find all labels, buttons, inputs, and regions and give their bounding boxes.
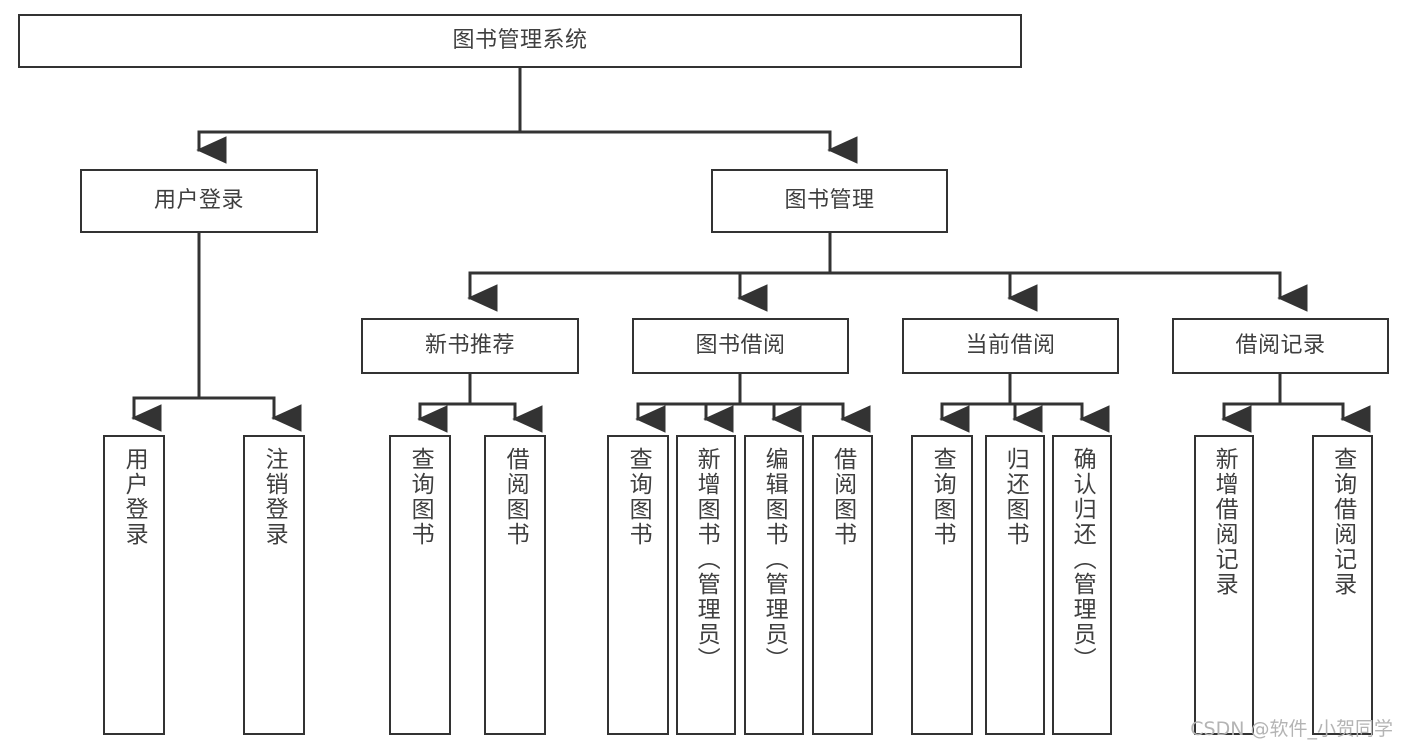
node-book-borrow[interactable]: 图书借阅: [632, 318, 849, 374]
node-leaf-borrow-book-2[interactable]: 借阅图书: [812, 435, 873, 735]
node-leaf-query-record[interactable]: 查询借阅记录: [1312, 435, 1373, 735]
node-leaf-borrow-book-1[interactable]: 借阅图书: [484, 435, 546, 735]
node-leaf-user-login-label: 用户登录: [121, 447, 148, 547]
node-user-login[interactable]: 用户登录: [80, 169, 318, 233]
node-leaf-add-record-label: 新增借阅记录: [1211, 447, 1238, 597]
node-leaf-borrow-book-2-label: 借阅图书: [829, 447, 856, 547]
node-leaf-query-book-3-label: 查询图书: [929, 447, 956, 547]
node-leaf-user-logout[interactable]: 注销登录: [243, 435, 305, 735]
node-leaf-return-book-label: 归还图书: [1002, 447, 1029, 547]
node-new-book-rec-label: 新书推荐: [424, 333, 515, 359]
node-current-borrow-label: 当前借阅: [965, 333, 1056, 359]
node-borrow-record-label: 借阅记录: [1235, 333, 1326, 359]
node-leaf-query-book-1[interactable]: 查询图书: [389, 435, 451, 735]
node-new-book-rec[interactable]: 新书推荐: [361, 318, 579, 374]
node-leaf-add-record[interactable]: 新增借阅记录: [1194, 435, 1254, 735]
node-root[interactable]: 图书管理系统: [18, 14, 1022, 68]
node-leaf-add-book[interactable]: 新增图书（管理员）: [676, 435, 736, 735]
node-leaf-query-book-2[interactable]: 查询图书: [607, 435, 669, 735]
node-leaf-confirm-return-label: 确认归还（管理员）: [1069, 447, 1096, 672]
node-leaf-user-login[interactable]: 用户登录: [103, 435, 165, 735]
node-leaf-user-logout-label: 注销登录: [261, 447, 288, 547]
node-leaf-query-book-2-label: 查询图书: [625, 447, 652, 547]
node-leaf-query-record-label: 查询借阅记录: [1329, 447, 1356, 597]
node-leaf-query-book-3[interactable]: 查询图书: [911, 435, 973, 735]
node-book-manage[interactable]: 图书管理: [711, 169, 948, 233]
watermark: CSDN @软件_小贺同学: [1190, 718, 1393, 740]
node-leaf-edit-book[interactable]: 编辑图书（管理员）: [744, 435, 804, 735]
node-book-manage-label: 图书管理: [784, 188, 875, 214]
node-root-label: 图书管理系统: [452, 28, 588, 54]
node-leaf-return-book[interactable]: 归还图书: [985, 435, 1045, 735]
node-user-login-label: 用户登录: [153, 188, 244, 214]
node-leaf-add-book-label: 新增图书（管理员）: [693, 447, 720, 672]
node-leaf-borrow-book-1-label: 借阅图书: [502, 447, 529, 547]
node-current-borrow[interactable]: 当前借阅: [902, 318, 1119, 374]
node-leaf-query-book-1-label: 查询图书: [407, 447, 434, 547]
node-borrow-record[interactable]: 借阅记录: [1172, 318, 1389, 374]
node-book-borrow-label: 图书借阅: [695, 333, 786, 359]
node-leaf-edit-book-label: 编辑图书（管理员）: [761, 447, 788, 672]
node-leaf-confirm-return[interactable]: 确认归还（管理员）: [1052, 435, 1112, 735]
